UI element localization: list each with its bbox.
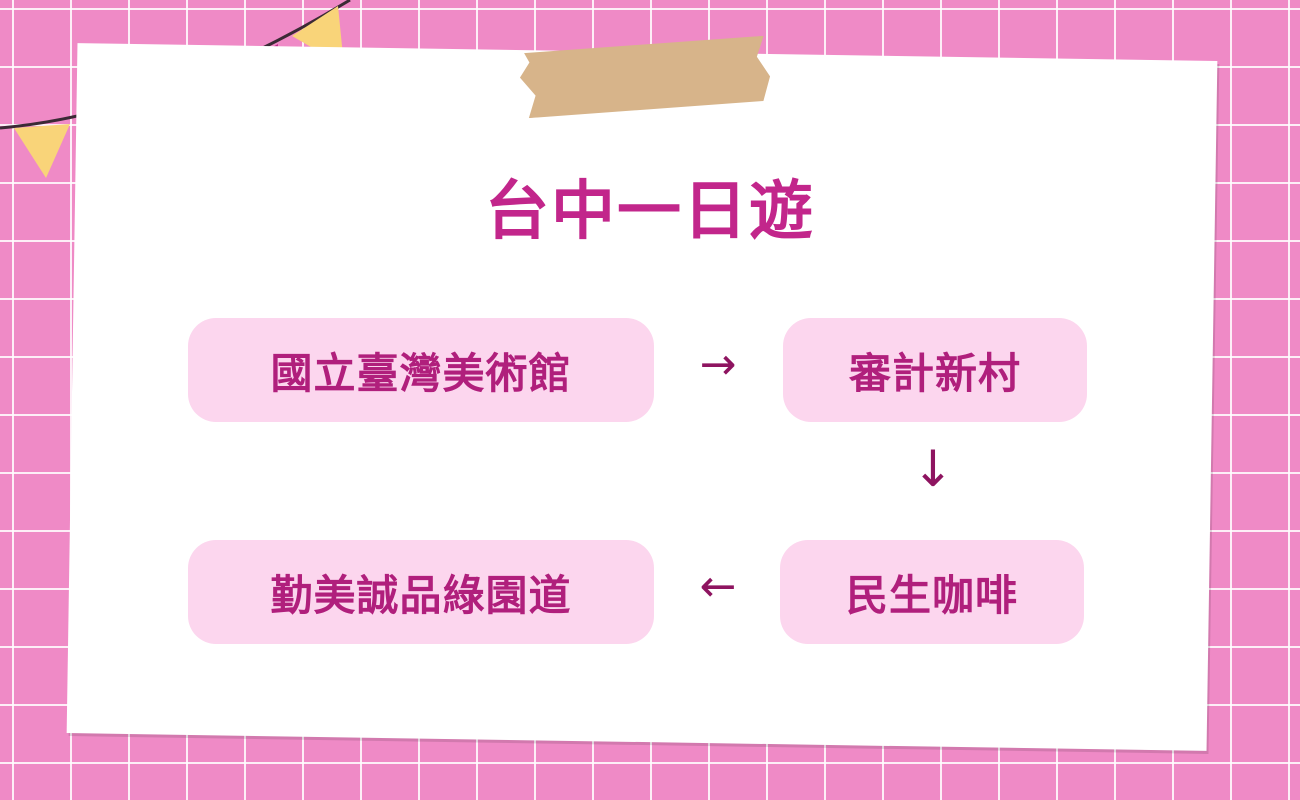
route-stop-2: 審計新村 [783,318,1087,422]
page-title: 台中一日遊 [485,175,815,249]
route-stop-4: 勤美誠品綠園道 [188,540,654,644]
arrow-left-icon: ← [699,561,737,612]
arrow-down-icon: ↓ [912,440,954,498]
arrow-right-icon: → [699,339,737,390]
route-stop-1: 國立臺灣美術館 [188,318,654,422]
route-stop-3: 民生咖啡 [780,540,1084,644]
